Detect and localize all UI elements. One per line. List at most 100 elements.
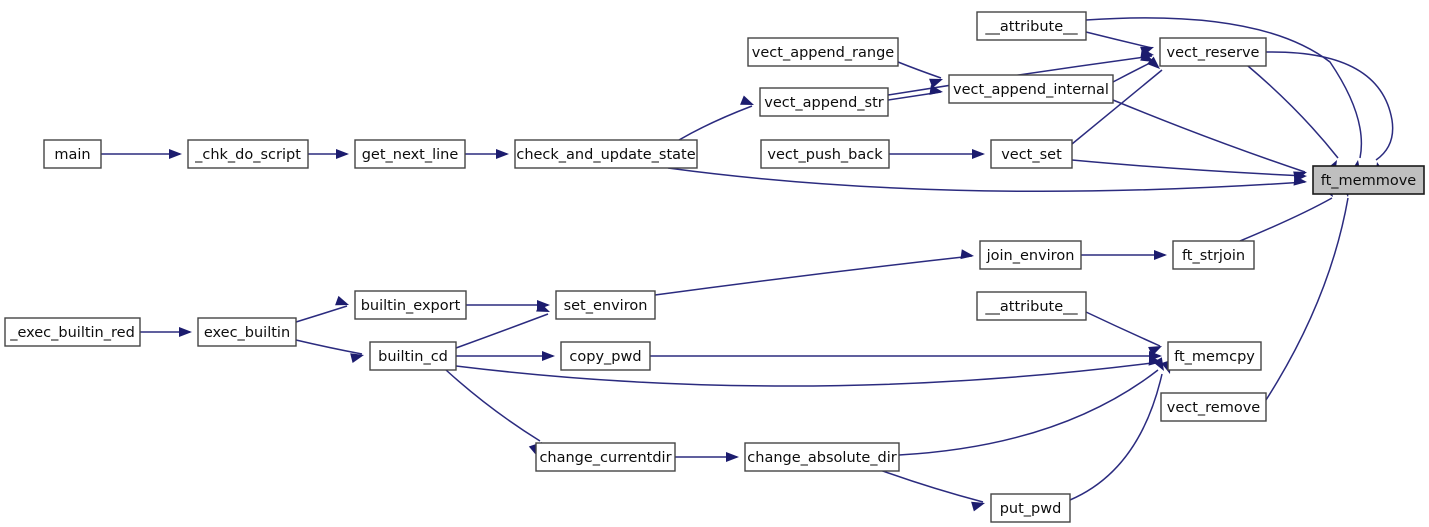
graph-node-vect_reserve[interactable]: vect_reserve xyxy=(1159,37,1267,67)
graph-node-vect_append_internal[interactable]: vect_append_internal xyxy=(948,74,1114,104)
node-box-copy_pwd[interactable] xyxy=(560,341,651,371)
node-label-join_environ: join_environ xyxy=(986,248,1075,264)
edge-vect_append_range-to-vect_append_internal xyxy=(897,61,942,79)
node-box-vect_append_range[interactable] xyxy=(747,37,899,67)
graph-node-change_absolute_dir[interactable]: change_absolute_dir xyxy=(744,442,900,472)
arrowhead-icon xyxy=(929,78,943,89)
node-box-exec_builtin_red[interactable] xyxy=(4,317,141,347)
node-label-chk_do_script: _chk_do_script xyxy=(194,147,301,163)
edge-change_absolute_dir-to-ft_memcpy xyxy=(898,369,1159,456)
edge-vect_reserve-to-ft_memmove xyxy=(1265,51,1394,161)
node-box-change_absolute_dir[interactable] xyxy=(744,442,900,472)
nodes-layer: main _chk_do_script get_next_line check_and… xyxy=(4,11,1425,523)
node-label-ft_strjoin: ft_strjoin xyxy=(1182,248,1245,264)
node-box-vect_reserve[interactable] xyxy=(1159,37,1267,67)
node-box-ft_memcpy[interactable] xyxy=(1167,341,1262,371)
node-box-get_next_line[interactable] xyxy=(354,139,466,169)
node-box-exec_builtin[interactable] xyxy=(197,317,297,347)
node-label-ft_memmove: ft_memmove xyxy=(1321,173,1417,189)
graph-node-ft_memmove[interactable]: ft_memmove xyxy=(1312,165,1425,195)
node-box-builtin_cd[interactable] xyxy=(369,341,457,371)
graph-node-vect_set[interactable]: vect_set xyxy=(990,139,1073,169)
graph-node-join_environ[interactable]: join_environ xyxy=(979,240,1082,270)
node-box-vect_remove[interactable] xyxy=(1160,392,1267,422)
node-box-ft_memmove[interactable] xyxy=(1312,165,1425,195)
graph-node-builtin_export[interactable]: builtin_export xyxy=(354,290,467,320)
edge-vect_append_internal-to-ft_memmove xyxy=(1112,99,1306,173)
arrowhead-icon xyxy=(726,452,739,462)
graph-node-get_next_line[interactable]: get_next_line xyxy=(354,139,466,169)
edge-builtin_cd-to-ft_memcpy xyxy=(455,361,1161,387)
graph-node-vect_append_str[interactable]: vect_append_str xyxy=(759,87,889,117)
graph-node-put_pwd[interactable]: put_pwd xyxy=(990,493,1071,523)
arrowhead-icon xyxy=(1153,357,1164,371)
graph-node-vect_remove[interactable]: vect_remove xyxy=(1160,392,1267,422)
node-label-vect_push_back: vect_push_back xyxy=(767,147,883,163)
node-box-change_currentdir[interactable] xyxy=(535,442,676,472)
arrowhead-icon xyxy=(169,149,182,159)
node-label-exec_builtin: exec_builtin xyxy=(204,325,290,341)
arrowhead-icon xyxy=(179,327,192,337)
node-box-builtin_export[interactable] xyxy=(354,290,467,320)
arrowhead-icon xyxy=(1140,46,1154,57)
edge-attribute_bottom-to-ft_memcpy xyxy=(1085,311,1161,347)
node-box-vect_append_str[interactable] xyxy=(759,87,889,117)
node-box-vect_set[interactable] xyxy=(990,139,1073,169)
edge-attribute_top-to-vect_reserve xyxy=(1085,31,1153,49)
node-box-vect_push_back[interactable] xyxy=(760,139,890,169)
node-label-main: main xyxy=(54,147,90,163)
graph-node-exec_builtin[interactable]: exec_builtin xyxy=(197,317,297,347)
node-label-copy_pwd: copy_pwd xyxy=(569,349,641,365)
edge-change_absolute_dir-to-put_pwd xyxy=(879,469,984,503)
node-label-put_pwd: put_pwd xyxy=(1000,501,1062,517)
node-box-attribute_top[interactable] xyxy=(976,11,1087,41)
arrowhead-icon xyxy=(740,95,754,105)
node-box-chk_do_script[interactable] xyxy=(187,139,309,169)
graph-node-exec_builtin_red[interactable]: _exec_builtin_red xyxy=(4,317,141,347)
edge-check_and_update_state-to-ft_memmove xyxy=(667,167,1306,193)
graph-node-attribute_top[interactable]: __attribute__ xyxy=(976,11,1087,41)
graph-node-chk_do_script[interactable]: _chk_do_script xyxy=(187,139,309,169)
node-label-set_environ: set_environ xyxy=(564,298,648,314)
node-box-attribute_bottom[interactable] xyxy=(976,291,1087,321)
arrowhead-icon xyxy=(960,249,974,260)
node-box-vect_append_internal[interactable] xyxy=(948,74,1114,104)
arrowhead-icon xyxy=(350,353,364,363)
node-label-ft_memcpy: ft_memcpy xyxy=(1174,349,1255,365)
node-box-ft_strjoin[interactable] xyxy=(1172,240,1255,270)
graph-node-set_environ[interactable]: set_environ xyxy=(555,290,656,320)
graph-node-main[interactable]: main xyxy=(43,139,102,169)
graph-node-vect_push_back[interactable]: vect_push_back xyxy=(760,139,890,169)
node-label-check_and_update_state: check_and_update_state xyxy=(516,147,695,163)
node-box-join_environ[interactable] xyxy=(979,240,1082,270)
node-label-vect_append_range: vect_append_range xyxy=(752,45,895,61)
edge-vect_remove-to-ft_memmove xyxy=(1265,197,1349,401)
graph-node-builtin_cd[interactable]: builtin_cd xyxy=(369,341,457,371)
node-box-set_environ[interactable] xyxy=(555,290,656,320)
edge-builtin_cd-to-change_currentdir xyxy=(445,369,541,442)
node-label-vect_remove: vect_remove xyxy=(1167,400,1261,416)
node-label-change_absolute_dir: change_absolute_dir xyxy=(747,450,896,466)
arrowhead-icon xyxy=(1293,171,1307,182)
edge-exec_builtin-to-builtin_cd xyxy=(295,339,363,355)
edge-exec_builtin-to-builtin_export xyxy=(295,305,348,323)
arrowhead-icon xyxy=(335,295,349,306)
graph-node-copy_pwd[interactable]: copy_pwd xyxy=(560,341,651,371)
node-label-builtin_export: builtin_export xyxy=(361,298,461,314)
node-label-vect_append_internal: vect_append_internal xyxy=(953,82,1109,98)
graph-node-attribute_bottom[interactable]: __attribute__ xyxy=(976,291,1087,321)
graph-node-change_currentdir[interactable]: change_currentdir xyxy=(535,442,676,472)
node-label-attribute_bottom: __attribute__ xyxy=(984,299,1078,315)
graph-node-check_and_update_state[interactable]: check_and_update_state xyxy=(514,139,698,169)
node-box-main[interactable] xyxy=(43,139,102,169)
node-box-check_and_update_state[interactable] xyxy=(514,139,698,169)
edge-vect_set-to-ft_memmove xyxy=(1071,159,1306,177)
graph-node-vect_append_range[interactable]: vect_append_range xyxy=(747,37,899,67)
graph-node-ft_memcpy[interactable]: ft_memcpy xyxy=(1167,341,1262,371)
graph-node-ft_strjoin[interactable]: ft_strjoin xyxy=(1172,240,1255,270)
edge-builtin_cd-to-set_environ xyxy=(455,313,549,349)
edge-attribute_top-to-ft_memmove xyxy=(1085,17,1363,159)
node-box-put_pwd[interactable] xyxy=(990,493,1071,523)
arrowhead-icon xyxy=(1146,56,1160,69)
